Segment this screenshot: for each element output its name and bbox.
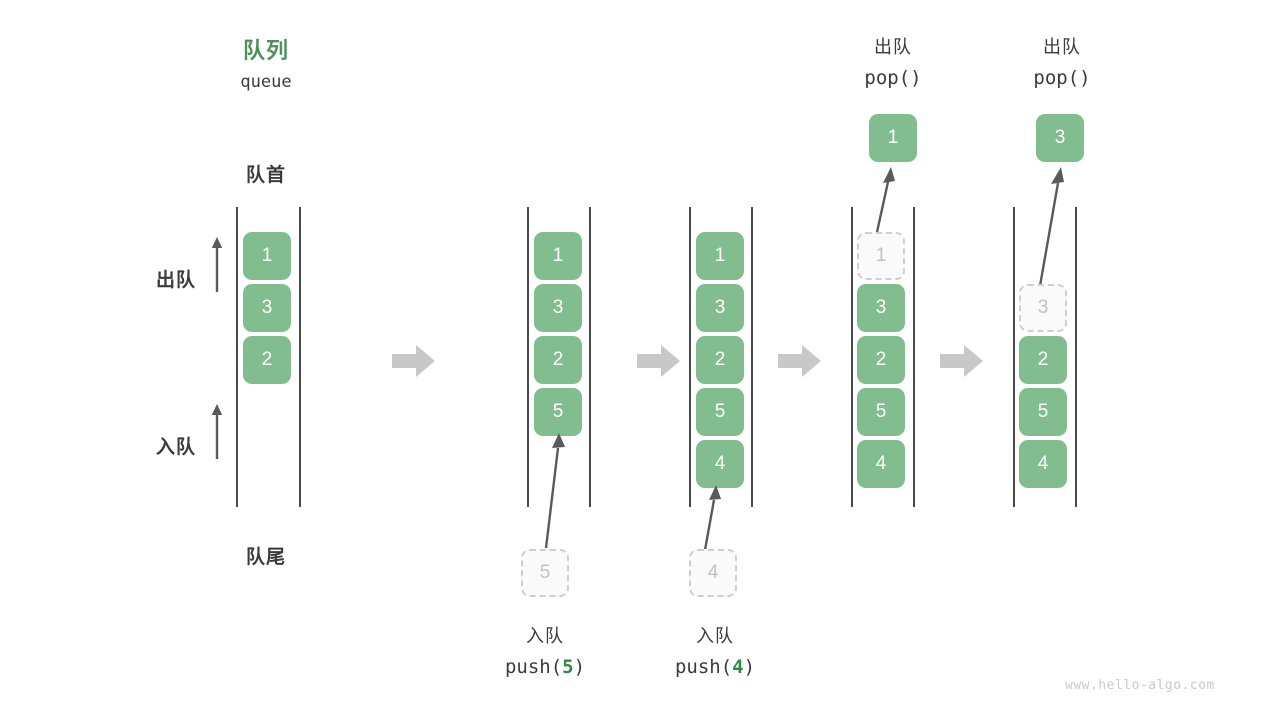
queue-cell: 5 [857,388,905,436]
enqueue-caption-code: push(5) [485,656,605,678]
enqueue-arrow-icon [520,430,580,550]
queue-rail-right [589,207,591,507]
watermark: www.hello-algo.com [1065,678,1215,693]
queue-rail-left [1013,207,1015,507]
diagram-title-en: queue [240,72,292,92]
up-arrow-icon [210,403,224,459]
step-arrow-icon [392,344,436,378]
queue-cell: 2 [857,336,905,384]
code-prefix: push( [674,656,733,678]
front-label: 队首 [245,165,286,186]
queue-rail-left [236,207,238,507]
queue-cell: 1 [243,232,291,280]
queue-rail-left [689,207,691,507]
popped-value-cell: 3 [1036,114,1084,162]
incoming-ghost-cell: 4 [689,549,737,597]
diagram-title-cn: 队列 [242,38,289,63]
step-arrow-icon [637,344,681,378]
queue-cell: 5 [534,388,582,436]
queue-cell: 5 [1019,388,1067,436]
code-suffix: ) [743,656,756,678]
enqueue-caption-cn: 入队 [696,626,734,646]
queue-cell: 4 [696,440,744,488]
queue-cell: 3 [696,284,744,332]
dequeue-header-code: pop() [864,67,922,89]
code-prefix: push( [504,656,563,678]
step-arrow-icon [940,344,984,378]
rear-label: 队尾 [245,547,286,568]
enqueue-caption-code: push(4) [655,656,775,678]
queue-cell: 5 [696,388,744,436]
queue-cell: 2 [696,336,744,384]
queue-cell: 3 [534,284,582,332]
queue-cell: 2 [1019,336,1067,384]
code-arg: 5 [562,656,574,678]
queue-rail-left [851,207,853,507]
queue-cell: 3 [857,284,905,332]
enqueue-indicator-label: 入队 [155,437,196,458]
dequeue-arrow-icon [855,164,905,234]
up-arrow-icon [210,236,224,292]
queue-rail-right [1075,207,1077,507]
queue-cell: 4 [857,440,905,488]
incoming-ghost-cell: 5 [521,549,569,597]
queue-cell-ghost: 1 [857,232,905,280]
dequeue-arrow-icon [1020,164,1080,289]
step-arrow-icon [778,344,822,378]
queue-cell-ghost: 3 [1019,284,1067,332]
code-arg: 4 [732,656,744,678]
queue-cell: 4 [1019,440,1067,488]
enqueue-arrow-icon [690,482,740,552]
queue-cell: 3 [243,284,291,332]
dequeue-header-code: pop() [1033,67,1091,89]
dequeue-header-cn: 出队 [874,37,912,57]
queue-cell: 1 [696,232,744,280]
queue-rail-right [913,207,915,507]
queue-rail-left [527,207,529,507]
dequeue-indicator-label: 出队 [155,270,196,291]
code-suffix: ) [573,656,586,678]
queue-cell: 1 [534,232,582,280]
queue-cell: 2 [243,336,291,384]
queue-rail-right [299,207,301,507]
queue-cell: 2 [534,336,582,384]
dequeue-header-cn: 出队 [1043,37,1081,57]
queue-rail-right [751,207,753,507]
popped-value-cell: 1 [869,114,917,162]
queue-cell-empty [1019,232,1067,280]
enqueue-caption-cn: 入队 [526,626,564,646]
